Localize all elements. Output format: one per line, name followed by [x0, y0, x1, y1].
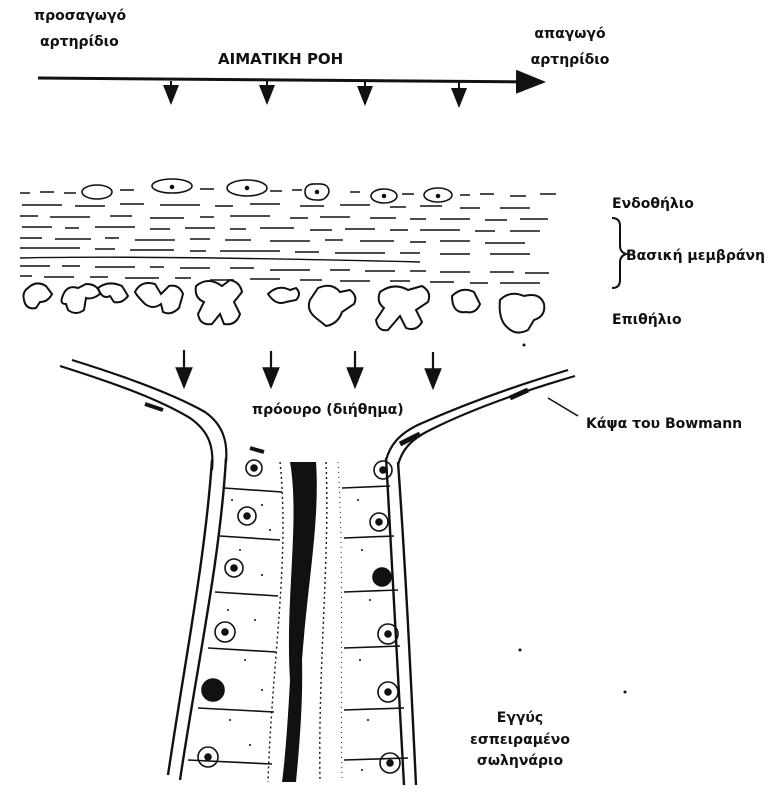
epithelium-label: Επιθήλιο: [612, 312, 682, 330]
efferent-arteriole-label: απαγωγό αρτηρίδιο: [520, 26, 620, 69]
endothelium-label: Ενδοθήλιο: [612, 196, 694, 214]
tubule-cells-right: [342, 461, 408, 773]
blood-flow-label: ΑΙΜΑΤΙΚΗ ΡΟΗ: [218, 50, 343, 69]
endothelium-layer: [20, 179, 556, 203]
tubule-lumen: [268, 462, 342, 782]
blood-flow-arrow: [38, 78, 543, 82]
afferent-arteriole-label: προσαγωγό αρτηρίδιο: [34, 8, 126, 51]
proximal-tubule-label: Εγγύς εσπειραμένο σωληνάριο: [455, 710, 585, 771]
bowman-capsule-leader: [548, 398, 578, 416]
filtrate-label: πρόουρο (διήθημα): [252, 402, 404, 420]
basement-membrane-bracket: [612, 218, 626, 288]
bowman-capsule-label: Κάψα του Bowmann: [586, 416, 742, 434]
downward-flow-arrows-top: [171, 81, 459, 106]
efferent-line2: αρτηρίδιο: [520, 52, 620, 70]
tubule-cells-left: [188, 460, 282, 767]
afferent-line1: προσαγωγό: [34, 8, 126, 26]
efferent-line1: απαγωγό: [520, 26, 620, 44]
epithelium-podocytes: [24, 280, 545, 333]
downward-filtration-arrows: [184, 350, 433, 388]
proximal-line1: Εγγύς: [455, 710, 585, 728]
basement-membrane-label: Βασική μεμβράνη: [626, 248, 765, 266]
basement-membrane-layer: [20, 204, 549, 283]
proximal-line3: σωληνάριο: [455, 753, 585, 771]
proximal-line2: εσπειραμένο: [455, 732, 585, 750]
afferent-line2: αρτηρίδιο: [40, 34, 126, 52]
